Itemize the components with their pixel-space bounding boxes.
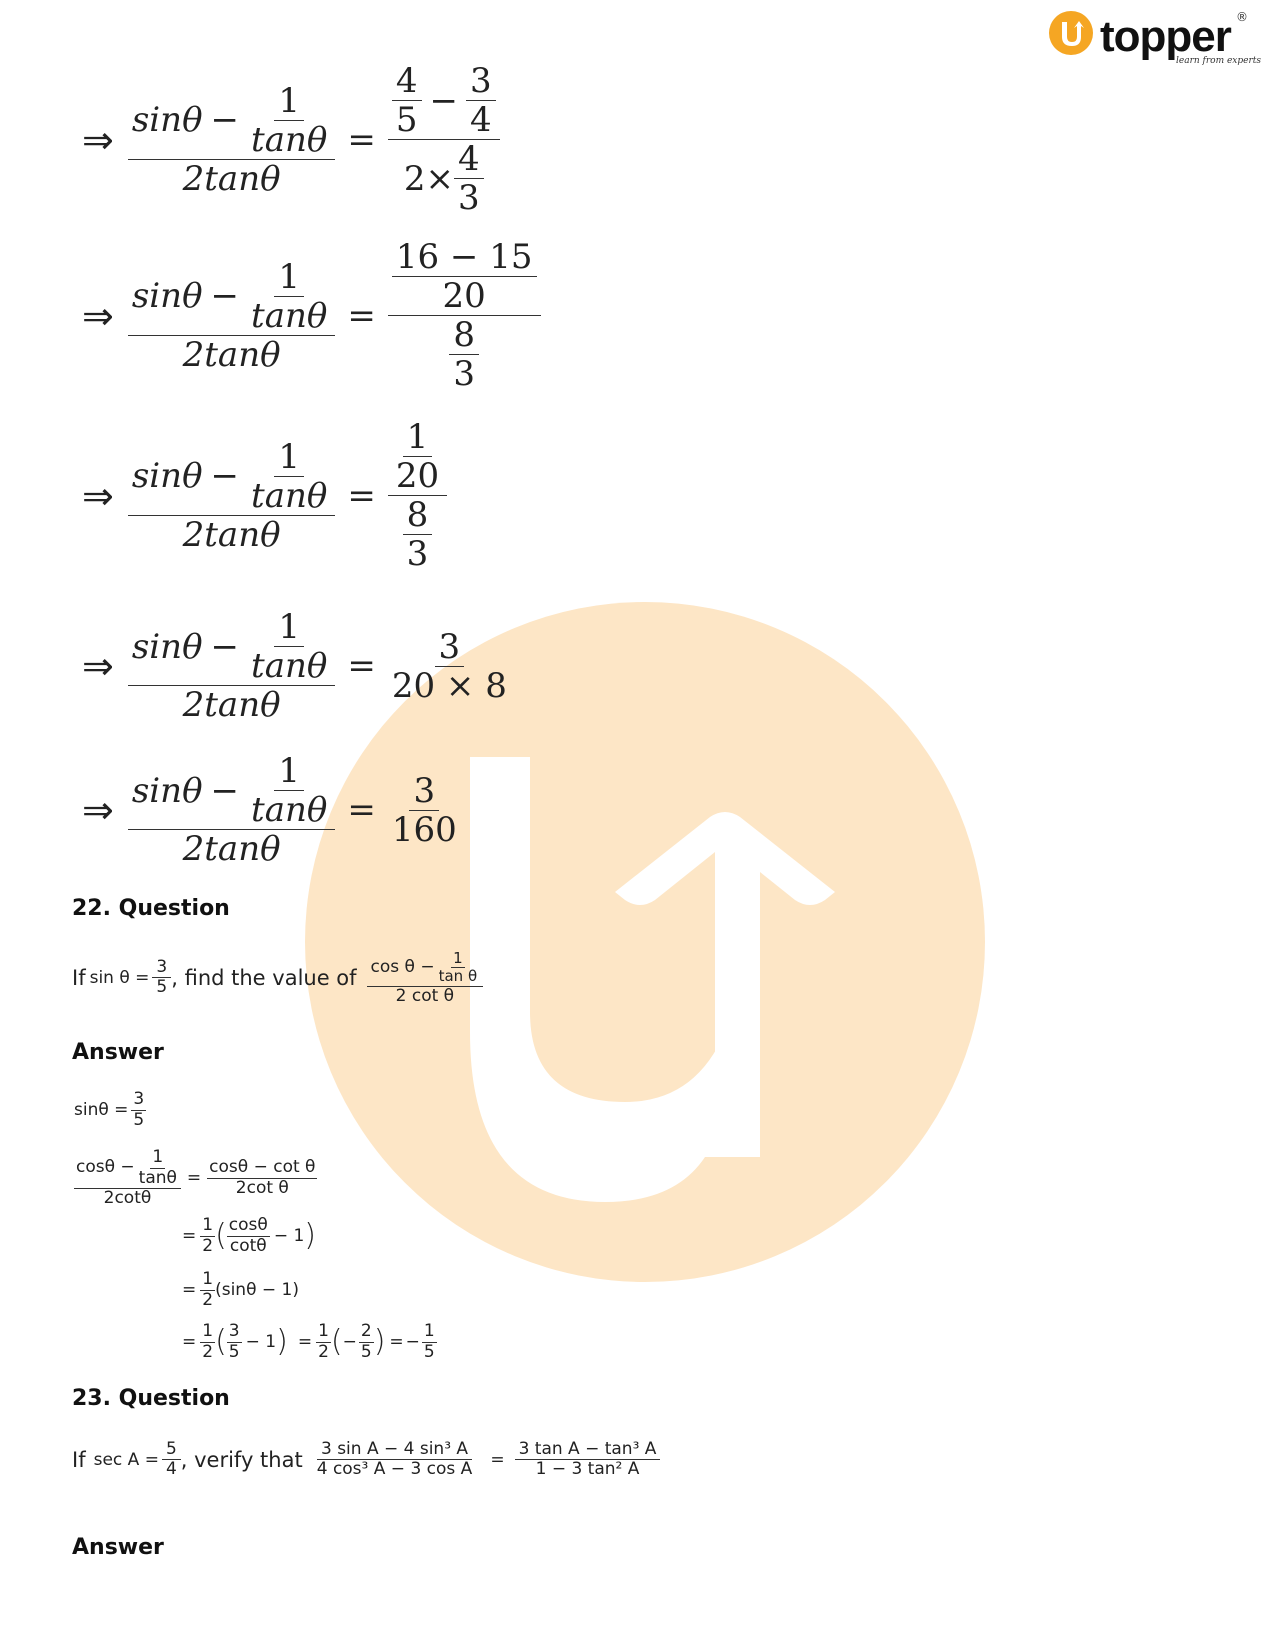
implies-arrow: ⇒ xyxy=(82,117,114,162)
rhs-fraction: 3 20 × 8 xyxy=(391,626,507,706)
logo-registered-mark: ® xyxy=(1236,10,1248,24)
question-22-heading: 22. Question xyxy=(72,896,230,921)
logo-tagline: learn from experts xyxy=(1176,56,1262,66)
implies-arrow: ⇒ xyxy=(82,473,114,518)
logo-badge-icon xyxy=(1049,11,1093,55)
rhs-fraction: 3 160 xyxy=(391,770,457,850)
watermark-logo xyxy=(305,602,985,1282)
implies-arrow: ⇒ xyxy=(82,293,114,338)
answer-22-label: Answer xyxy=(72,1040,164,1065)
implies-arrow: ⇒ xyxy=(82,644,114,689)
logo-wordmark: topper xyxy=(1100,12,1232,61)
brand-logo: topper ® learn from experts xyxy=(1048,8,1261,68)
implies-arrow: ⇒ xyxy=(82,788,114,833)
watermark-arrow xyxy=(615,812,835,1157)
watermark-u-shape xyxy=(470,757,745,1202)
answer-23-label: Answer xyxy=(72,1535,164,1560)
question-23-heading: 23. Question xyxy=(72,1386,230,1411)
